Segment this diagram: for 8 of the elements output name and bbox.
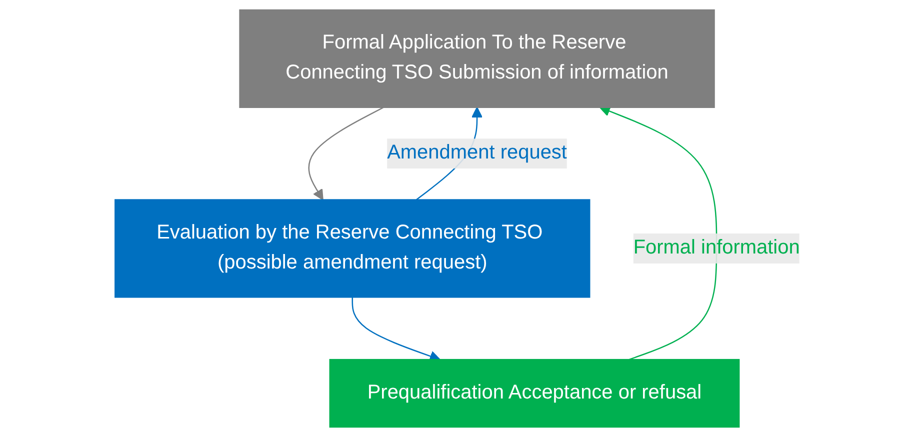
edge-label: Amendment request — [387, 142, 567, 164]
arrow — [599, 106, 718, 360]
node-box: Prequalification Acceptance or refusal — [329, 358, 740, 428]
arrow — [308, 106, 384, 200]
edge-label: Formal information — [633, 237, 800, 258]
node-box: Evaluation by the Reserve Connecting TSO (possible amendment request) — [114, 199, 590, 298]
arrow — [352, 297, 440, 362]
node-box: Formal Application To the Reserve Connecting TSO Submission of information — [239, 9, 715, 108]
